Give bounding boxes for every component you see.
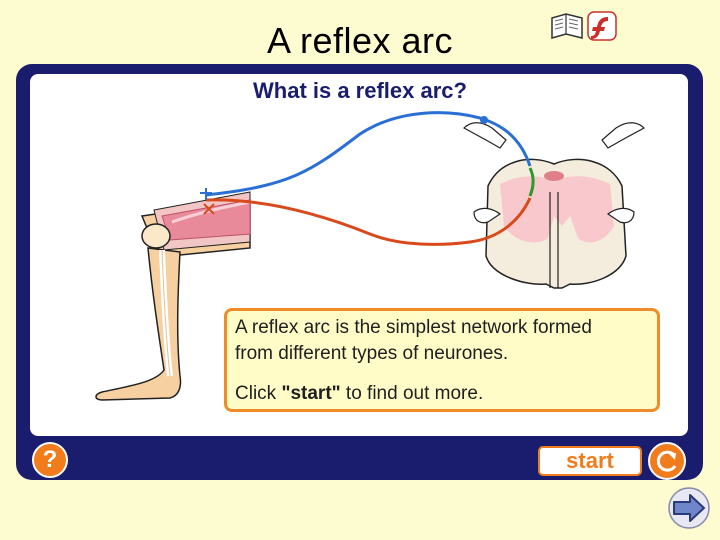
description-line-2: from different types of neurones. [235, 341, 649, 367]
replay-icon [650, 444, 684, 478]
description-line-1: A reflex arc is the simplest network for… [235, 315, 649, 341]
instruction-line: Click "start" to find out more. [235, 381, 649, 407]
sensory-cell-body [480, 116, 488, 124]
instruction-keyword: "start" [281, 383, 340, 404]
instruction-prefix: Click [235, 383, 281, 404]
replay-button[interactable] [648, 442, 686, 480]
flash-icon[interactable] [588, 12, 616, 40]
description-box: A reflex arc is the simplest network for… [224, 308, 660, 412]
help-button[interactable]: ? [32, 442, 68, 478]
receptor-marker [200, 188, 212, 200]
instruction-suffix: to find out more. [341, 383, 484, 404]
book-icon[interactable] [552, 14, 582, 38]
start-button[interactable]: start [538, 446, 642, 476]
spinal-cord-illustration [464, 123, 644, 288]
media-icons [548, 8, 620, 44]
next-slide-button[interactable] [666, 486, 712, 530]
